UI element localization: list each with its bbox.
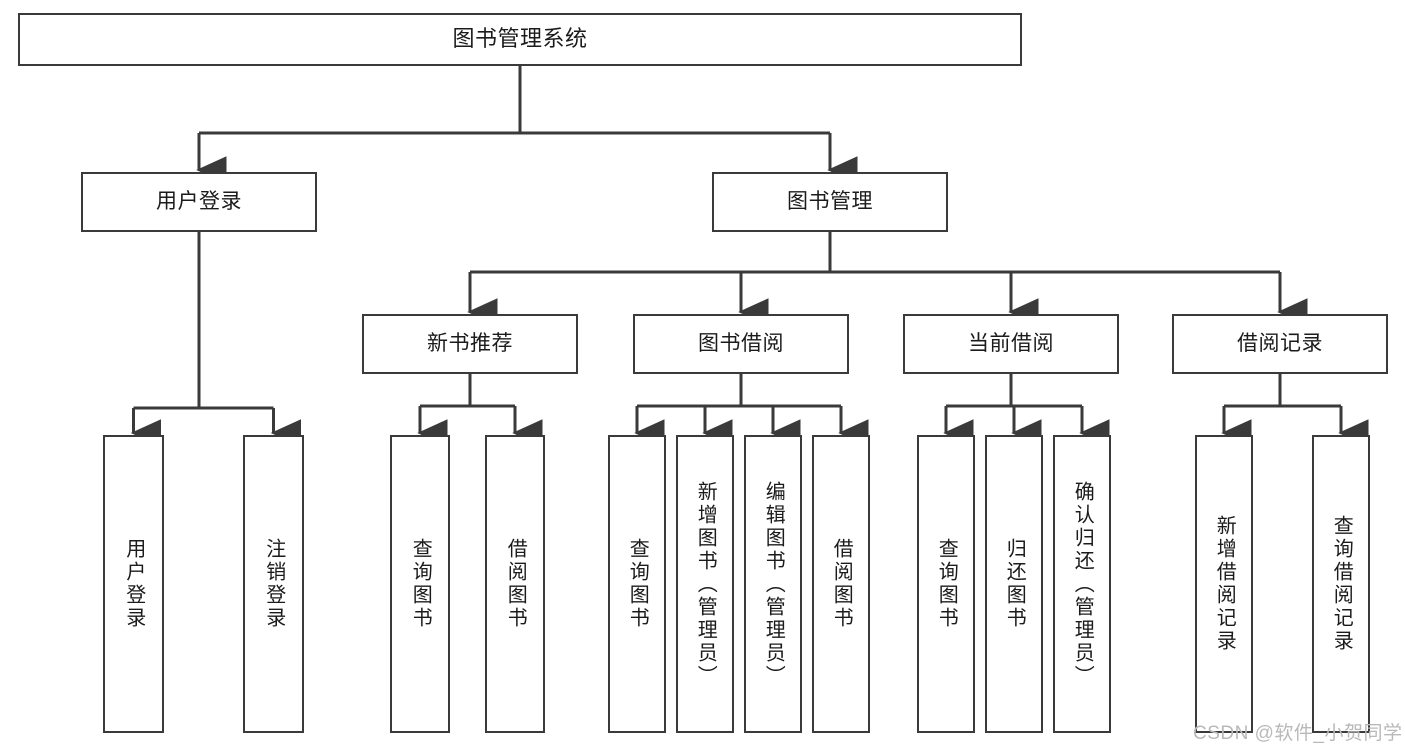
node-level3-2[interactable]: 当前借阅 bbox=[903, 314, 1119, 374]
node-label: 新增图书（管理员） bbox=[694, 480, 717, 688]
node-label: 新增借阅记录 bbox=[1213, 515, 1236, 653]
node-leaf-0[interactable]: 用户登录 bbox=[103, 435, 164, 733]
node-label: 当前借阅 bbox=[968, 332, 1054, 356]
node-leaf-11[interactable]: 新增借阅记录 bbox=[1195, 435, 1253, 733]
node-label: 归还图书 bbox=[1003, 538, 1026, 630]
node-label: 图书借阅 bbox=[698, 332, 784, 356]
node-label: 用户登录 bbox=[122, 538, 145, 630]
node-level2-0[interactable]: 用户登录 bbox=[81, 172, 317, 232]
node-label: 用户登录 bbox=[156, 190, 242, 214]
node-label: 查询借阅记录 bbox=[1330, 515, 1353, 653]
node-label: 注销登录 bbox=[262, 538, 285, 630]
node-label: 借阅记录 bbox=[1237, 332, 1323, 356]
node-label: 新书推荐 bbox=[427, 332, 513, 356]
node-leaf-6[interactable]: 编辑图书（管理员） bbox=[744, 435, 802, 733]
node-leaf-2[interactable]: 查询图书 bbox=[390, 435, 450, 733]
node-level3-1[interactable]: 图书借阅 bbox=[633, 314, 849, 374]
csdn-watermark: CSDN @软件_小贺同学 bbox=[1193, 723, 1403, 744]
node-label: 查询图书 bbox=[626, 538, 649, 630]
node-label: 借阅图书 bbox=[504, 538, 527, 630]
node-leaf-12[interactable]: 查询借阅记录 bbox=[1312, 435, 1370, 733]
node-level3-0[interactable]: 新书推荐 bbox=[362, 314, 578, 374]
node-leaf-5[interactable]: 新增图书（管理员） bbox=[676, 435, 734, 733]
node-leaf-8[interactable]: 查询图书 bbox=[917, 435, 975, 733]
node-label: 查询图书 bbox=[409, 538, 432, 630]
node-level2-1[interactable]: 图书管理 bbox=[712, 172, 948, 232]
node-leaf-10[interactable]: 确认归还（管理员） bbox=[1053, 435, 1111, 733]
node-label: 图书管理 bbox=[787, 190, 873, 214]
node-leaf-3[interactable]: 借阅图书 bbox=[485, 435, 545, 733]
node-leaf-4[interactable]: 查询图书 bbox=[608, 435, 666, 733]
node-label: 编辑图书（管理员） bbox=[762, 480, 785, 688]
node-label: 确认归还（管理员） bbox=[1071, 480, 1094, 688]
node-leaf-7[interactable]: 借阅图书 bbox=[812, 435, 870, 733]
node-label: 图书管理系统 bbox=[452, 26, 588, 52]
node-leaf-9[interactable]: 归还图书 bbox=[985, 435, 1043, 733]
node-level3-3[interactable]: 借阅记录 bbox=[1172, 314, 1388, 374]
node-label: 借阅图书 bbox=[830, 538, 853, 630]
node-root[interactable]: 图书管理系统 bbox=[18, 13, 1022, 66]
node-leaf-1[interactable]: 注销登录 bbox=[243, 435, 304, 733]
node-label: 查询图书 bbox=[935, 538, 958, 630]
